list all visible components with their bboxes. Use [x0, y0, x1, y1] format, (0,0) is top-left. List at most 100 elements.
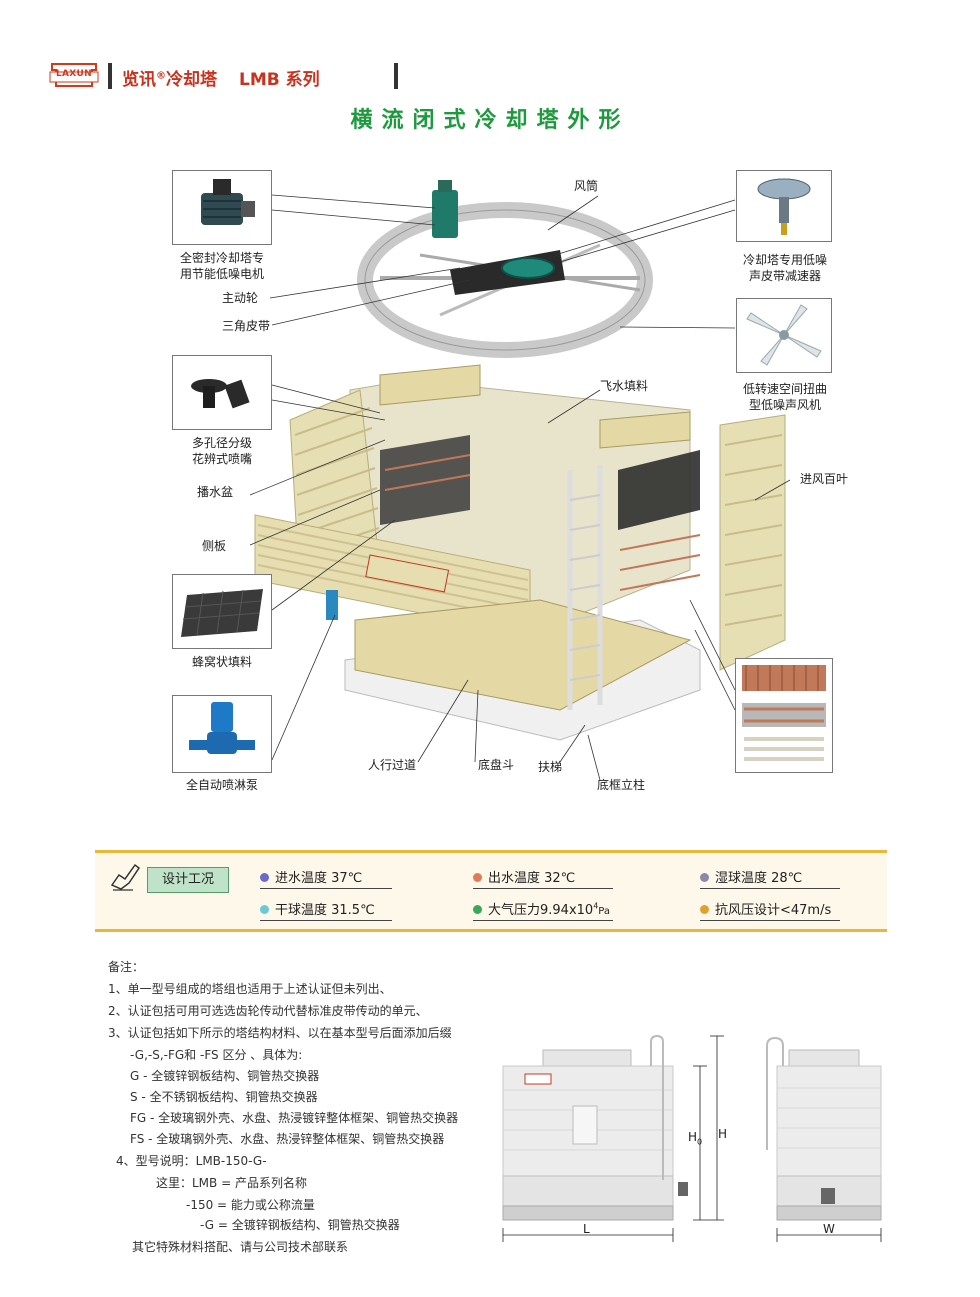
- brand-title-bar: 览讯®冷却塔 LMB 系列: [108, 63, 398, 90]
- design-conditions-label: 设计工况: [147, 867, 229, 893]
- exploded-diagram: 风筒 全密封冷却塔专 用节能低噪电机 主动轮 三角皮带 冷却塔专用低噪 声皮带减…: [0, 150, 980, 810]
- fan-blade-icon: [746, 304, 822, 366]
- spec-dot: [260, 873, 269, 882]
- notes-heading: 备注：: [108, 960, 145, 974]
- note-line: 其它特殊材料搭配、请与公司技术部联系: [132, 1240, 349, 1254]
- callout-nozzle-line2: 花辨式喷嘴: [191, 452, 252, 466]
- design-conditions-panel: 设计工况 进水温度 37℃ 出水温度 32℃ 湿球温度 28℃ 干球温度 31.…: [95, 850, 887, 932]
- spec-pressure-unit: Pa: [598, 906, 610, 917]
- honeycomb-fill-icon: [181, 589, 263, 637]
- callout-fan-line1: 低转速空间扭曲: [742, 382, 827, 396]
- hand-writing-icon: [110, 863, 141, 891]
- note-line: FS - 全玻璃钢外壳、水盘、热浸锌整体框架、铜管热交换器: [130, 1132, 445, 1146]
- laxun-logo: [49, 63, 99, 87]
- side-view-figure: W: [765, 1030, 895, 1255]
- dimension-w: W: [823, 1222, 835, 1236]
- spec-dot: [473, 873, 482, 882]
- callout-frame-column: 底框立柱: [597, 778, 646, 792]
- spec-dry-bulb: 干球温度 31.5℃: [260, 899, 392, 921]
- spec-inlet-temp-text: 进水温度 37℃: [275, 871, 363, 886]
- dimension-h0-subscript: 0: [697, 1137, 703, 1147]
- fan-cylinder-drawing: [357, 180, 653, 358]
- spec-wet-bulb: 湿球温度 28℃: [700, 867, 840, 889]
- callout-reducer-line1: 冷却塔专用低噪: [742, 253, 827, 267]
- dimension-h0-letter: H: [688, 1130, 698, 1144]
- callout-reducer: 冷却塔专用低噪 声皮带减速器: [730, 252, 840, 284]
- callout-motor-line2: 用节能低噪电机: [179, 267, 264, 281]
- callout-inlet-louver: 进风百叶: [800, 472, 849, 486]
- spec-pressure-text: 大气压力9.94x10: [488, 903, 594, 918]
- callout-fan-line2: 型低噪声风机: [748, 398, 821, 412]
- callout-reducer-line2: 声皮带减速器: [748, 269, 821, 283]
- brand-title: 览讯®冷却塔 LMB 系列: [122, 65, 320, 90]
- page-title: 横流闭式冷却塔外形: [350, 108, 630, 133]
- product-name: 冷却塔: [166, 70, 217, 90]
- callout-walkway: 人行过道: [368, 758, 417, 772]
- note-line: FG - 全玻璃钢外壳、水盘、热浸镀锌整体框架、铜管热交换器: [130, 1111, 459, 1125]
- callout-basin: 底盘斗: [478, 758, 515, 772]
- callout-honeycomb-fill: 蜂窝状填料: [191, 655, 252, 669]
- leader-lines: [249, 194, 791, 781]
- note-line: 2、认证包括可用可选选齿轮传动代替标准皮带传动的单元、: [108, 1004, 428, 1018]
- note-line: 4、型号说明：LMB-150-G-: [116, 1154, 267, 1168]
- spec-wet-bulb-text: 湿球温度 28℃: [715, 871, 803, 886]
- motor-icon: [201, 179, 255, 225]
- spec-pressure-exp: 4: [593, 901, 599, 911]
- logo-text: LAXUN: [56, 69, 92, 79]
- reducer-thumbnail: [736, 170, 832, 242]
- callout-drift-fill: 飞水填料: [600, 379, 649, 393]
- brand-name: 览讯: [122, 70, 156, 90]
- nozzle-thumbnail: [172, 355, 272, 430]
- callout-fan-cylinder: 风筒: [574, 179, 599, 193]
- tower-illustration: [249, 180, 791, 781]
- spec-dot: [260, 905, 269, 914]
- dimension-h0: H0: [688, 1130, 702, 1146]
- front-view-figure: H0 H L: [495, 1030, 735, 1255]
- dimension-l: L: [583, 1222, 590, 1236]
- note-line: -G,-S,-FG和 -FS 区分 、具体为:: [130, 1048, 303, 1062]
- callout-nozzle-line1: 多孔径分级: [191, 436, 252, 450]
- note-line: -G = 全镀锌钢板结构、铜管热交换器: [200, 1218, 400, 1232]
- callout-driving-pulley: 主动轮: [222, 291, 259, 305]
- note-line: G - 全镀锌钢板结构、铜管热交换器: [130, 1069, 320, 1083]
- spec-wind-pressure-text: 抗风压设计<47m/s: [715, 903, 832, 918]
- callout-side-panel: 侧板: [202, 539, 227, 553]
- spec-dot: [700, 905, 709, 914]
- spec-inlet-temp: 进水温度 37℃: [260, 867, 392, 889]
- front-view-drawing: [502, 1034, 724, 1242]
- coil-thumbnail: [735, 658, 833, 773]
- callout-fan: 低转速空间扭曲 型低噪声风机: [730, 381, 840, 413]
- note-line: S - 全不锈钢板结构、铜管热交换器: [130, 1090, 318, 1104]
- motor-thumbnail: [172, 170, 272, 245]
- pump-icon: [189, 702, 255, 754]
- series-name: LMB 系列: [239, 70, 320, 90]
- dimension-h: H: [718, 1127, 728, 1141]
- note-line: 1、单一型号组成的塔组也适用于上述认证但未列出、: [108, 982, 392, 996]
- nozzle-icon: [191, 379, 250, 409]
- reducer-icon: [757, 178, 811, 235]
- spec-outlet-temp: 出水温度 32℃: [473, 867, 613, 889]
- callout-v-belt: 三角皮带: [222, 319, 271, 333]
- note-line: -150 = 能力或公称流量: [186, 1198, 315, 1212]
- callout-ladder: 扶梯: [538, 760, 563, 774]
- side-view-drawing: [766, 1036, 882, 1242]
- spec-dot: [700, 873, 709, 882]
- spec-dry-bulb-text: 干球温度 31.5℃: [275, 903, 375, 918]
- note-line: 3、认证包括如下所示的塔结构材料、以在基本型号后面添加后缀: [108, 1026, 452, 1040]
- spec-outlet-temp-text: 出水温度 32℃: [488, 871, 576, 886]
- note-line: 这里：LMB = 产品系列名称: [156, 1176, 307, 1190]
- callout-motor-line1: 全密封冷却塔专: [179, 251, 264, 265]
- callout-motor: 全密封冷却塔专 用节能低噪电机: [172, 250, 272, 282]
- honeycomb-fill-thumbnail: [172, 574, 272, 649]
- header: LAXUN 览讯®冷却塔 LMB 系列: [48, 60, 398, 92]
- spec-pressure: 大气压力9.94x104Pa: [473, 899, 613, 921]
- spec-wind-pressure: 抗风压设计<47m/s: [700, 899, 840, 921]
- tower-body-drawing: [254, 364, 786, 741]
- callout-spray-pump: 全自动喷淋泵: [185, 778, 258, 792]
- callout-distribution-basin: 播水盆: [197, 485, 234, 499]
- pump-thumbnail: [172, 695, 272, 773]
- fan-thumbnail: [736, 298, 832, 373]
- callout-nozzle: 多孔径分级 花辨式喷嘴: [172, 435, 272, 467]
- registered-mark: ®: [156, 70, 166, 82]
- spec-dot: [473, 905, 482, 914]
